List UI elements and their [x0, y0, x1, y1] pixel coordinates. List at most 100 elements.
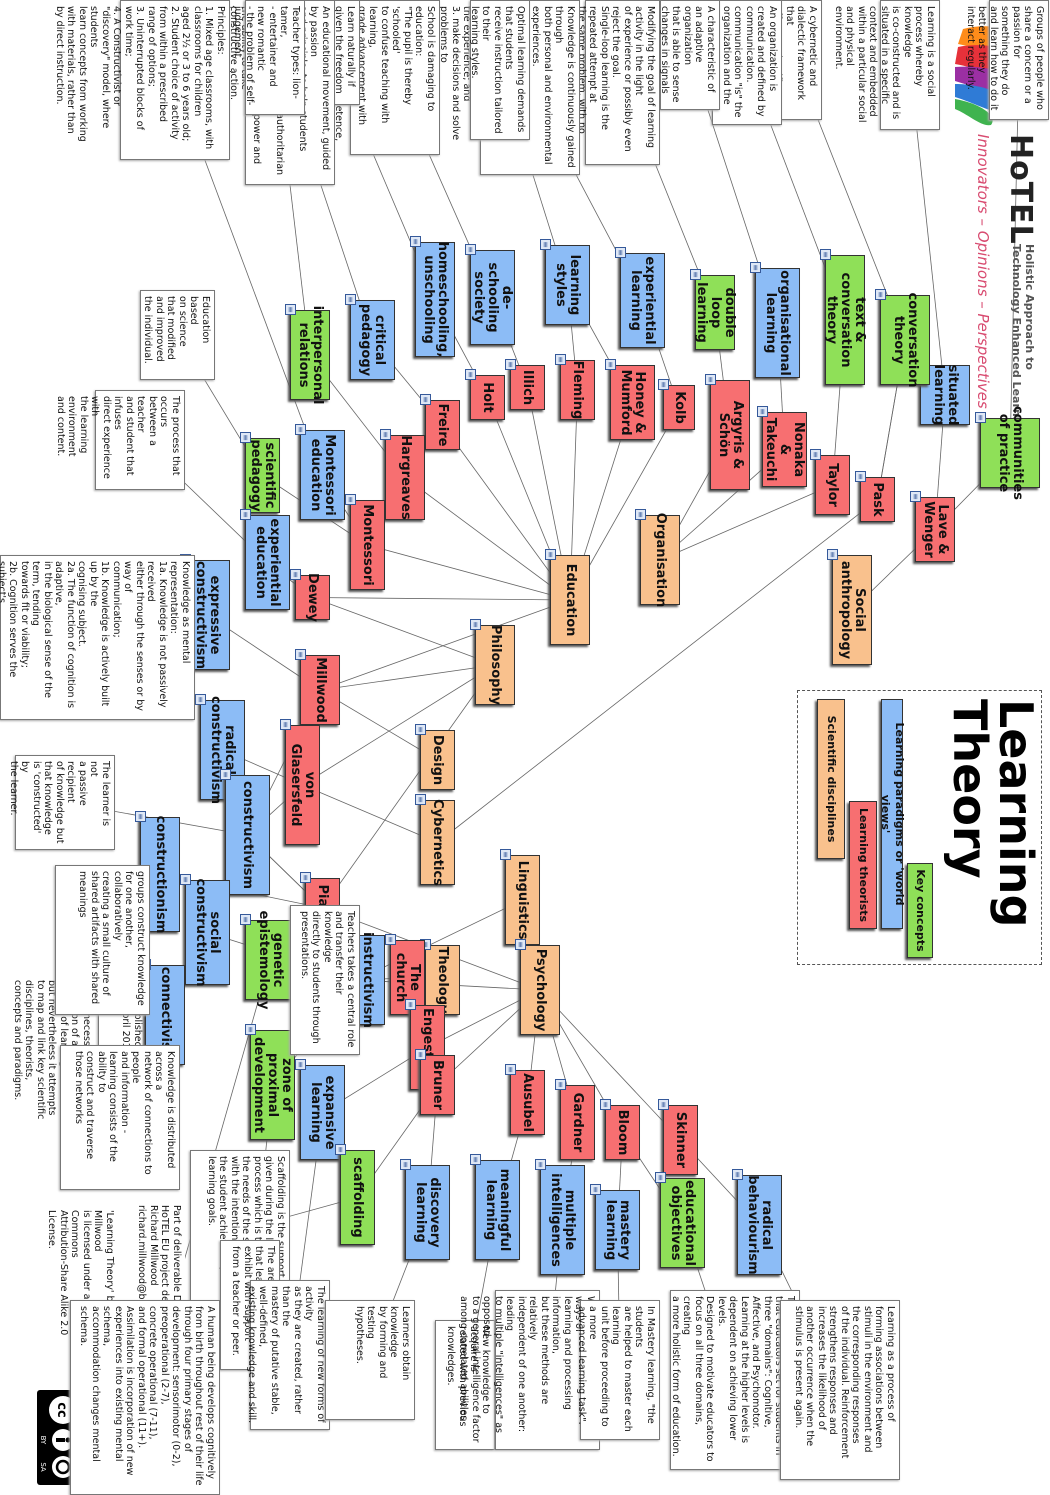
note-link-icon[interactable]: ≡: [410, 236, 421, 247]
node-discovery[interactable]: discovery learning: [405, 1165, 450, 1260]
node-psychology[interactable]: Psychology: [520, 945, 560, 1035]
node-social_anth[interactable]: Social anthropology: [832, 555, 872, 665]
node-lave[interactable]: Lave & Wenger: [915, 497, 955, 562]
node-textconv[interactable]: text & conversation theory: [824, 255, 867, 385]
note-link-icon[interactable]: ≡: [757, 406, 768, 417]
note-link-icon[interactable]: ≡: [505, 1064, 516, 1075]
node-bloom[interactable]: Bloom: [605, 1105, 640, 1160]
note-link-icon[interactable]: ≡: [658, 379, 669, 390]
node-mastery[interactable]: mastery learning: [595, 1190, 640, 1270]
node-orglearn[interactable]: organisational learning: [755, 268, 800, 378]
node-interpersonal[interactable]: interpersonal relations: [290, 306, 330, 404]
node-philosophy[interactable]: Philosophy: [475, 625, 515, 705]
note-link-icon[interactable]: ≡: [240, 509, 251, 520]
note-link-icon[interactable]: ≡: [195, 694, 206, 705]
note-link-icon[interactable]: ≡: [465, 369, 476, 380]
note-link-icon[interactable]: ≡: [515, 939, 526, 950]
node-conversation[interactable]: conversation theory: [880, 293, 930, 387]
note-link-icon[interactable]: ≡: [590, 1184, 601, 1195]
note-link-icon[interactable]: ≡: [540, 239, 551, 250]
note-link-icon[interactable]: ≡: [245, 1024, 256, 1035]
node-kolb[interactable]: Kolb: [663, 385, 695, 430]
node-freire[interactable]: Freire: [425, 400, 460, 450]
note-link-icon[interactable]: ≡: [345, 294, 356, 305]
note-link-icon[interactable]: ≡: [555, 1079, 566, 1090]
note-link-icon[interactable]: ≡: [875, 289, 886, 300]
note-link-icon[interactable]: ≡: [220, 769, 231, 780]
node-fleming[interactable]: Fleming: [560, 360, 595, 420]
node-argyris[interactable]: Argyris & Schön: [710, 380, 750, 490]
note-link-icon[interactable]: ≡: [600, 1099, 611, 1110]
node-cybernetics[interactable]: Cybernetics: [420, 799, 455, 886]
note-link-icon[interactable]: ≡: [615, 247, 626, 258]
note-link-icon[interactable]: ≡: [415, 724, 426, 735]
note-link-icon[interactable]: ≡: [750, 262, 761, 273]
note-link-icon[interactable]: ≡: [555, 354, 566, 365]
note-link-icon[interactable]: ≡: [295, 649, 306, 660]
node-millwood[interactable]: Millwood: [300, 655, 340, 725]
node-genetic[interactable]: genetic epistemology: [245, 911, 295, 1010]
node-holt[interactable]: Holt: [470, 375, 505, 420]
node-critped[interactable]: critical pedagogy: [350, 300, 395, 380]
node-illich[interactable]: Illich: [510, 365, 545, 410]
node-zpd[interactable]: zone of proximal development: [250, 1030, 295, 1140]
note-link-icon[interactable]: ≡: [415, 794, 426, 805]
node-multiple[interactable]: multiple intelligences: [540, 1165, 585, 1275]
note-link-icon[interactable]: ≡: [400, 1159, 411, 1170]
node-taylor[interactable]: Taylor: [815, 455, 850, 515]
note-link-icon[interactable]: ≡: [505, 359, 516, 370]
note-link-icon[interactable]: ≡: [705, 374, 716, 385]
node-homeschool[interactable]: homeschooling, unschooling: [415, 242, 455, 357]
note-link-icon[interactable]: ≡: [820, 249, 831, 260]
note-link-icon[interactable]: ≡: [855, 471, 866, 482]
note-link-icon[interactable]: ≡: [240, 432, 251, 443]
node-nonaka[interactable]: Nonaka & Takeuchi: [762, 412, 807, 487]
node-social_c[interactable]: social constructivism: [185, 878, 230, 987]
note-link-icon[interactable]: ≡: [380, 429, 391, 440]
node-skinner[interactable]: Skinner: [663, 1105, 698, 1175]
note-link-icon[interactable]: ≡: [732, 1169, 743, 1180]
node-communities[interactable]: communities of practice: [980, 406, 1040, 500]
node-honey[interactable]: Honey & Mumford: [610, 365, 655, 440]
note-link-icon[interactable]: ≡: [295, 1059, 306, 1070]
note-link-icon[interactable]: ≡: [658, 1099, 669, 1110]
node-hargreaves[interactable]: Hargreaves: [385, 435, 425, 520]
node-bruner[interactable]: Bruner: [420, 1055, 455, 1115]
note-link-icon[interactable]: ≡: [655, 1172, 666, 1183]
note-link-icon[interactable]: ≡: [470, 619, 481, 630]
node-montessori[interactable]: Montessori: [350, 500, 385, 590]
note-link-icon[interactable]: ≡: [605, 359, 616, 370]
node-sciped[interactable]: scientific pedagogy: [245, 438, 280, 513]
node-learningstyles[interactable]: learning styles: [545, 245, 590, 325]
note-link-icon[interactable]: ≡: [415, 1049, 426, 1060]
node-education[interactable]: Education: [550, 555, 590, 645]
note-link-icon[interactable]: ≡: [180, 874, 191, 885]
note-link-icon[interactable]: ≡: [385, 934, 396, 945]
node-scaffolding[interactable]: scaffolding: [340, 1150, 375, 1245]
node-dewey[interactable]: Dewey: [295, 573, 330, 622]
note-link-icon[interactable]: ≡: [470, 1154, 481, 1165]
note-link-icon[interactable]: ≡: [290, 569, 301, 580]
node-deschooling[interactable]: de-schooling society: [470, 250, 515, 345]
node-experiential_l[interactable]: experiential learning: [620, 253, 665, 348]
note-link-icon[interactable]: ≡: [827, 549, 838, 560]
node-radbeh[interactable]: radical behaviourism: [737, 1175, 782, 1275]
node-edobj[interactable]: educational objectives: [660, 1178, 705, 1268]
note-link-icon[interactable]: ≡: [465, 244, 476, 255]
note-link-icon[interactable]: ≡: [240, 914, 251, 925]
note-link-icon[interactable]: ≡: [135, 811, 146, 822]
node-pask[interactable]: Pask: [860, 477, 895, 522]
note-link-icon[interactable]: ≡: [500, 849, 511, 860]
node-constructivism[interactable]: constructivism: [225, 775, 270, 895]
note-link-icon[interactable]: ≡: [635, 509, 646, 520]
note-link-icon[interactable]: ≡: [975, 412, 986, 423]
node-experiential_ed[interactable]: experiential education: [245, 515, 290, 610]
note-link-icon[interactable]: ≡: [335, 1144, 346, 1155]
note-link-icon[interactable]: ≡: [345, 494, 356, 505]
node-design[interactable]: Design: [420, 730, 455, 790]
note-link-icon[interactable]: ≡: [545, 549, 556, 560]
note-link-icon[interactable]: ≡: [910, 491, 921, 502]
node-vonglas[interactable]: von Glasersfeld: [285, 725, 320, 845]
note-link-icon[interactable]: ≡: [280, 719, 291, 730]
note-link-icon[interactable]: ≡: [300, 872, 311, 883]
